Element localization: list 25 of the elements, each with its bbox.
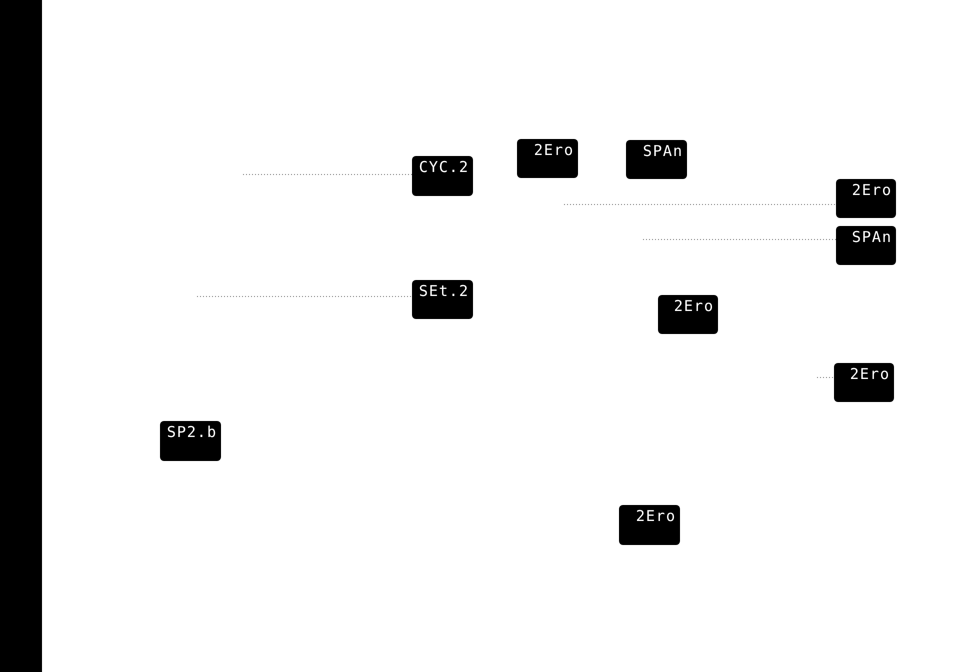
lcd-display — [626, 140, 687, 179]
leader-line — [564, 204, 836, 205]
leader-line — [242, 174, 412, 175]
display-readout: SPAn — [852, 229, 892, 245]
display-readout: SP2.b — [166, 424, 217, 440]
leader-line — [642, 239, 836, 240]
lcd-display — [160, 421, 221, 461]
lcd-display — [412, 156, 473, 196]
lcd-display — [412, 280, 473, 319]
display-readout: 2Ero — [850, 366, 890, 382]
display-readout: 2Ero — [674, 298, 714, 314]
lcd-display — [658, 295, 718, 334]
leader-line — [196, 296, 412, 297]
display-readout: 2Ero — [852, 182, 892, 198]
display-readout: CYC.2 — [418, 159, 469, 175]
display-readout: 2Ero — [534, 142, 574, 158]
display-readout: SEt.2 — [418, 283, 469, 299]
leader-line — [816, 377, 834, 378]
lcd-display — [517, 139, 578, 178]
lcd-display — [834, 363, 894, 402]
display-readout: 2Ero — [636, 508, 676, 524]
display-readout: SPAn — [642, 143, 683, 159]
lcd-display — [836, 179, 896, 218]
lcd-display — [619, 505, 680, 545]
lcd-display — [836, 226, 896, 265]
